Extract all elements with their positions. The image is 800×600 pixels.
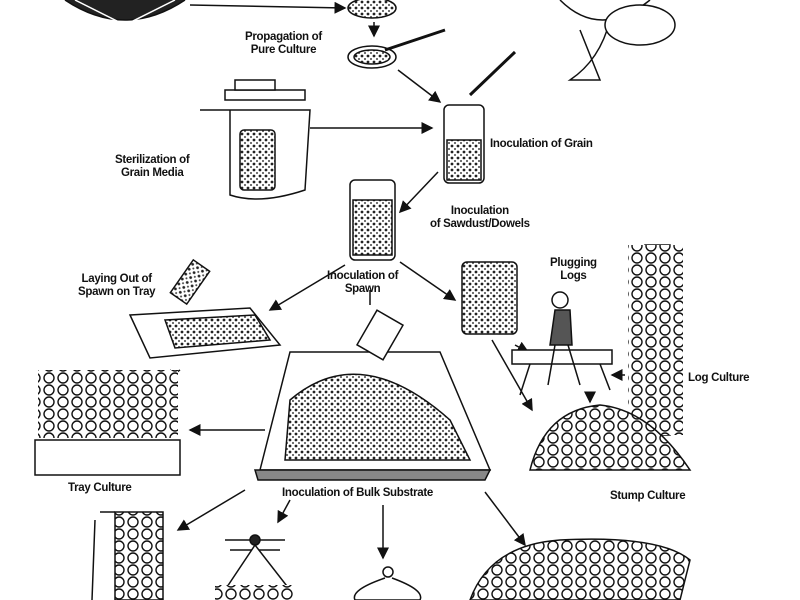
label-line: Pure Culture <box>250 44 317 56</box>
label-line: Propagation of <box>245 31 322 43</box>
tray-culture <box>34 370 181 476</box>
plugging-logs-worker <box>511 291 613 396</box>
pressure-cooker-illustration <box>200 79 311 200</box>
label-bulk-substrate: Inoculation of Bulk Substrate <box>282 487 434 499</box>
label-log-culture: Log Culture <box>688 372 750 384</box>
grain-jar <box>443 50 517 184</box>
bulk-substrate-board <box>253 309 492 481</box>
column-culture <box>91 511 164 600</box>
label-line: Laying Out of <box>81 273 153 285</box>
sawdust-bag <box>461 261 518 335</box>
label-line: Inoculation <box>450 205 509 217</box>
petri-dish-top <box>347 0 397 19</box>
label-line: Grain Media <box>120 167 184 179</box>
petri-dish-pure-culture <box>347 28 446 69</box>
stump-culture <box>529 404 692 471</box>
label-line: Sterilization of <box>115 154 190 166</box>
mushroom-illustration-top-right <box>559 0 676 81</box>
spore-print-illustration <box>64 0 186 26</box>
label-line: of Sawdust/Dowels <box>430 218 530 230</box>
label-tray-culture: Tray Culture <box>68 482 132 494</box>
hanging-bag-culture <box>215 534 295 600</box>
label-line: Plugging <box>550 257 597 269</box>
spawn-jar <box>349 179 396 261</box>
spawn-tray <box>128 258 282 359</box>
log-culture <box>628 244 683 436</box>
label-stump-culture: Stump Culture <box>610 490 686 502</box>
sealed-bag <box>353 566 422 600</box>
label-line: Spawn <box>344 283 381 295</box>
label-line: Spawn on Tray <box>78 286 156 298</box>
bed-culture <box>469 538 691 600</box>
label-line: Inoculation of <box>327 270 399 282</box>
label-line: Logs <box>560 270 587 282</box>
label-inoculation-grain: Inoculation of Grain <box>490 138 593 150</box>
